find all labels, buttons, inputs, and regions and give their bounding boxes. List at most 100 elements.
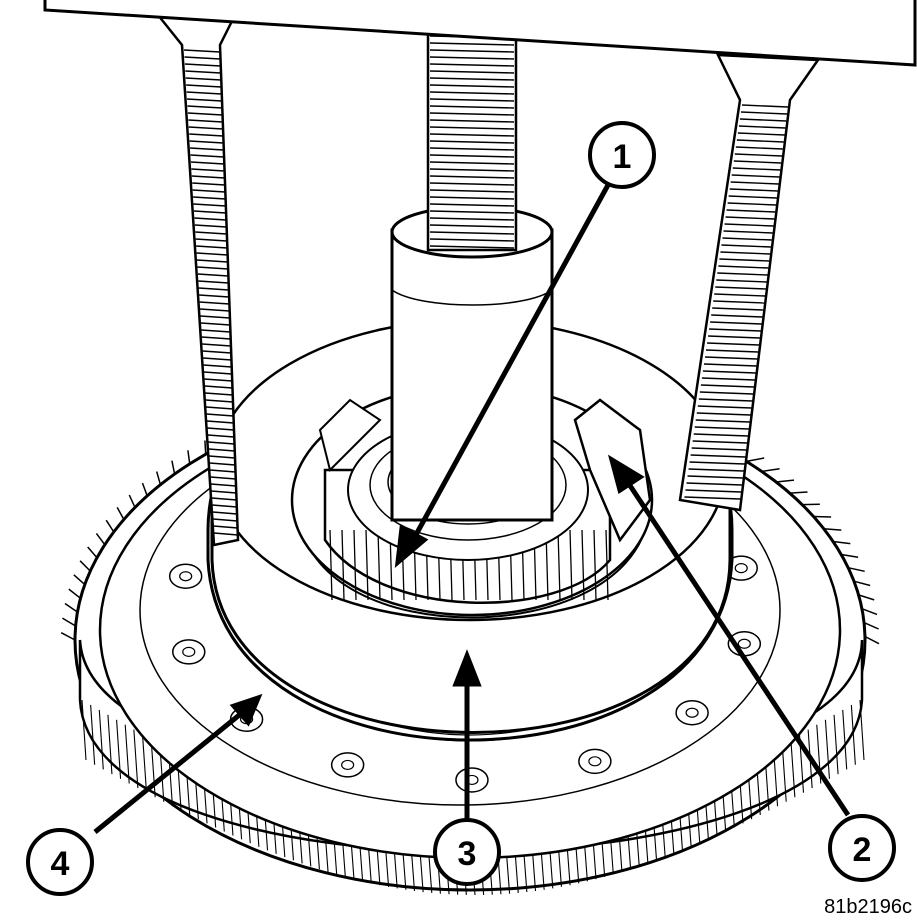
gear-tooth-line xyxy=(833,714,839,775)
thread-line xyxy=(194,224,227,228)
thread-line xyxy=(213,525,238,529)
thread-line xyxy=(722,237,772,241)
puller-cross-plate xyxy=(43,0,917,67)
thread-line xyxy=(728,195,777,199)
thread-line xyxy=(203,364,232,368)
callout-1: 1 xyxy=(588,121,656,189)
thread-line xyxy=(429,189,515,193)
thread-line xyxy=(429,49,515,53)
thread-line xyxy=(686,482,743,486)
bearing-roller xyxy=(329,529,333,601)
thread-line xyxy=(703,363,757,367)
thread-line xyxy=(684,496,741,500)
thread-line xyxy=(429,210,515,214)
bearing-roller xyxy=(377,529,381,601)
bearing-roller xyxy=(593,529,597,601)
thread-line xyxy=(429,91,515,95)
thread-line xyxy=(727,202,777,206)
thread-line xyxy=(713,300,765,304)
thread-line xyxy=(212,511,238,515)
thread-line xyxy=(700,384,755,388)
thread-line xyxy=(716,279,767,283)
thread-line xyxy=(200,322,231,326)
thread-line xyxy=(209,462,236,466)
thread-line xyxy=(197,266,229,270)
thread-line xyxy=(204,378,233,382)
thread-line xyxy=(735,146,783,150)
thread-line xyxy=(715,286,766,290)
thread-line xyxy=(723,230,773,234)
left-rod-threads xyxy=(183,49,238,536)
thread-line xyxy=(729,188,778,192)
thread-line xyxy=(188,126,223,130)
thread-line xyxy=(190,147,224,151)
thread-line xyxy=(709,328,761,332)
thread-line xyxy=(207,434,235,438)
thread-line xyxy=(726,209,776,213)
right-rod-threads xyxy=(684,104,789,500)
thread-line xyxy=(205,399,234,403)
bolt-hole-inner xyxy=(734,563,748,574)
thread-line xyxy=(186,84,222,88)
thread-line xyxy=(202,350,232,354)
thread-line xyxy=(190,154,224,158)
forcing-screw xyxy=(426,8,518,252)
thread-line xyxy=(184,63,221,67)
thread-line xyxy=(213,532,238,536)
gear-tooth-line xyxy=(781,743,787,802)
bolt-hole-inner xyxy=(182,646,196,657)
thread-line xyxy=(208,448,235,452)
thread-line xyxy=(429,84,515,88)
thread-line xyxy=(197,273,229,277)
thread-line xyxy=(204,385,233,389)
bolt-hole-inner xyxy=(179,571,193,582)
thread-line xyxy=(193,203,226,207)
thread-line xyxy=(733,160,782,164)
thread-line xyxy=(720,251,771,255)
thread-line xyxy=(202,343,231,347)
thread-line xyxy=(201,336,231,340)
thread-line xyxy=(206,413,234,417)
thread-line xyxy=(429,217,515,221)
thread-line xyxy=(687,475,743,479)
thread-line xyxy=(196,252,228,256)
thread-line xyxy=(185,77,222,81)
thread-line xyxy=(205,392,233,396)
thread-line xyxy=(429,126,515,130)
thread-line xyxy=(189,133,224,137)
thread-line xyxy=(189,140,224,144)
thread-line xyxy=(702,370,756,374)
thread-line xyxy=(188,119,223,123)
thread-line xyxy=(698,398,753,402)
thread-line xyxy=(708,335,760,339)
thread-line xyxy=(738,125,786,129)
thread-line xyxy=(685,489,742,493)
thread-line xyxy=(212,518,238,522)
gear-tooth-line xyxy=(850,704,856,765)
gear-tooth-line xyxy=(790,739,796,798)
thread-line xyxy=(712,307,764,311)
thread-line xyxy=(692,440,748,444)
thread-line xyxy=(429,168,515,172)
thread-line xyxy=(186,91,222,95)
thread-line xyxy=(203,371,233,375)
thread-line xyxy=(429,105,515,109)
thread-line xyxy=(198,280,229,284)
thread-line xyxy=(191,168,225,172)
gear-tooth-line xyxy=(107,714,113,775)
thread-line xyxy=(429,70,515,74)
callout-2: 2 xyxy=(828,814,896,882)
thread-line xyxy=(693,433,749,437)
thread-line xyxy=(193,196,226,200)
thread-line xyxy=(192,182,225,186)
thread-line xyxy=(704,356,758,360)
thread-line xyxy=(719,258,770,262)
thread-line xyxy=(203,357,232,361)
thread-line xyxy=(429,119,515,123)
bearing-roller xyxy=(581,529,585,601)
gear-tooth-line xyxy=(842,709,848,770)
thread-line xyxy=(429,224,515,228)
gear-tooth-line xyxy=(90,704,96,765)
thread-line xyxy=(208,441,235,445)
